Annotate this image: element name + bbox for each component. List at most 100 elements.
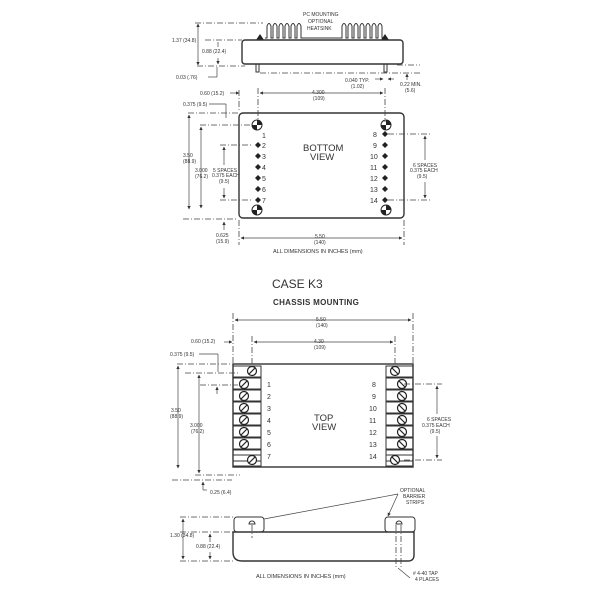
terminal-label: 5 xyxy=(267,430,271,437)
terminal-label: 13 xyxy=(369,442,377,449)
dim-terminal-span-mm: (76.2) xyxy=(191,429,204,435)
heatsink-label-2: OPTIONAL xyxy=(308,19,334,25)
pin-label: 12 xyxy=(370,176,378,183)
bottom-view: 1 2 3 4 5 6 7 8 9 10 11 12 13 14 BOTTOM … xyxy=(183,88,438,255)
dim-height: 3.50 xyxy=(183,153,193,159)
dimensions-note-bottom: ALL DIMENSIONS IN INCHES (mm) xyxy=(256,574,346,580)
dim-offset-left: 0.375 (9.5) xyxy=(183,102,208,108)
terminal-label: 4 xyxy=(267,418,271,425)
dim-pin-length: 0.22 MIN. xyxy=(400,82,422,88)
terminal-label: 14 xyxy=(369,454,377,461)
terminal-label: 12 xyxy=(369,430,377,437)
dim-top-offset-top: 0.60 (15.2) xyxy=(191,339,216,345)
pin-column-right xyxy=(382,131,388,203)
terminal-label: 6 xyxy=(267,442,271,449)
dim-top-width: 5.50 xyxy=(316,317,326,323)
barrier-label-1: OPTIONAL xyxy=(400,488,426,494)
pin-label: 14 xyxy=(370,198,378,205)
dim-top-mount-spacing-mm: (109) xyxy=(314,345,326,351)
dim-offset-top: 0.60 (15.2) xyxy=(200,91,225,97)
pin-label: 11 xyxy=(370,165,377,172)
dim-width: 5.50 xyxy=(315,234,325,240)
dim-left-spacing: 5 SPACES xyxy=(213,168,238,174)
bottom-view-label-2: VIEW xyxy=(310,152,334,163)
dim-right-spacing: 6 SPACES xyxy=(413,163,438,169)
dim-top-height: 3.50 xyxy=(171,408,181,414)
terminal-label: 9 xyxy=(372,394,376,401)
dim-height-mm: (88.9) xyxy=(183,159,196,165)
terminal-label: 2 xyxy=(267,394,271,401)
barrier-strip-right xyxy=(385,365,414,467)
dim-width-mm: (140) xyxy=(314,240,326,246)
dim-top-right-spacing: 6 SPACES xyxy=(427,417,452,423)
pin-left xyxy=(255,63,260,73)
dim-top-width-mm: (140) xyxy=(316,323,328,329)
dim-chassis-overall-height: 1.30 (34.8) xyxy=(170,533,195,539)
dim-standoff: 0.03 (.76) xyxy=(176,75,198,81)
dim-pin-length-mm: (5.6) xyxy=(405,88,416,94)
heatsink-fins-right xyxy=(340,23,384,39)
heatsink-label-3: HEATSINK xyxy=(307,26,332,32)
dim-pin-span: 3.000 xyxy=(195,168,208,174)
terminal-label: 7 xyxy=(267,454,271,461)
top-view-label-2: VIEW xyxy=(312,422,336,433)
pin-label: 4 xyxy=(262,165,266,172)
heatsink-label-1: PC MOUNTING xyxy=(303,12,339,18)
pin-label: 10 xyxy=(370,154,378,161)
dim-bottom-offset: 0.625 xyxy=(216,233,229,239)
dim-top-right-spacing-mm: (9.5) xyxy=(430,429,441,435)
dim-right-spacing-mm: (9.5) xyxy=(417,174,428,180)
module-body-bottom xyxy=(238,112,405,219)
module-body-chassis-side xyxy=(232,531,415,562)
dim-body-height-pc: 0.88 (22.4) xyxy=(202,49,227,55)
dim-pin-span-mm: (76.2) xyxy=(195,174,208,180)
mount-nub-left xyxy=(256,34,264,40)
dim-bottom-offset-mm: (15.9) xyxy=(216,239,229,245)
pin-label: 3 xyxy=(262,154,266,161)
case-title: CASE K3 xyxy=(272,277,323,291)
pin-label: 5 xyxy=(262,176,266,183)
side-view-pc-mount: 1.37 (34.8) 0.88 (22.4) 0.03 (.76) 0.040… xyxy=(172,12,422,94)
pin-label: 6 xyxy=(262,187,266,194)
dim-right-spacing-each: 0.375 EACH xyxy=(410,168,438,174)
terminal-label: 11 xyxy=(369,418,376,425)
bottom-view-label-1: BOTTOM xyxy=(303,143,344,154)
pin-label: 2 xyxy=(262,143,266,150)
pin-label: 13 xyxy=(370,187,378,194)
dim-mount-spacing-mm: (109) xyxy=(313,96,325,102)
mount-hole-icon xyxy=(251,119,392,216)
pin-label: 8 xyxy=(373,132,377,139)
dim-top-bottom-offset: 0.25 (6.4) xyxy=(210,490,232,496)
tap-label-1: # 4-40 TAP xyxy=(413,571,438,577)
pin-right xyxy=(383,63,388,73)
top-view: 1 2 3 4 5 6 7 8 9 10 11 12 13 14 TOP VIE… xyxy=(170,313,452,496)
terminal-label: 10 xyxy=(369,406,377,413)
barrier-label-2: BARRIER xyxy=(403,494,426,500)
dim-top-right-spacing-each: 0.375 EACH xyxy=(422,423,450,429)
dim-overall-height-pc: 1.37 (34.8) xyxy=(172,38,197,44)
top-view-label-1: TOP xyxy=(314,413,333,424)
terminal-label: 3 xyxy=(267,406,271,413)
terminal-label: 8 xyxy=(372,382,376,389)
dim-left-spacing-mm: (9.5) xyxy=(219,179,230,185)
case-subtitle: CHASSIS MOUNTING xyxy=(273,298,359,307)
dim-top-height-mm: (88.9) xyxy=(170,414,183,420)
dim-left-spacing-each: 0.375 EACH xyxy=(212,173,240,179)
terminal-label: 1 xyxy=(267,382,271,389)
heatsink-fins-left xyxy=(265,23,303,39)
barrier-label-3: STRIPS xyxy=(406,500,425,506)
side-view-chassis: OPTIONAL BARRIER STRIPS 1.30 (34.8) 0.88… xyxy=(170,488,440,583)
screw-terminal-icon xyxy=(389,365,408,466)
tap-label-2: 4 PLACES xyxy=(415,577,440,583)
dimensions-note-top: ALL DIMENSIONS IN INCHES (mm) xyxy=(273,249,363,255)
pin-label: 7 xyxy=(262,198,266,205)
dim-pin-diameter: 0.040 TYP. xyxy=(345,78,369,84)
pin-label: 9 xyxy=(373,143,377,150)
dim-chassis-body-height: 0.88 (22.4) xyxy=(196,544,221,550)
module-body-side xyxy=(241,39,404,65)
dim-top-mount-spacing: 4.30 xyxy=(314,339,324,345)
dim-mount-spacing: 4.300 xyxy=(312,90,325,96)
mount-nub-right xyxy=(381,34,389,40)
pin-label: 1 xyxy=(262,133,266,140)
